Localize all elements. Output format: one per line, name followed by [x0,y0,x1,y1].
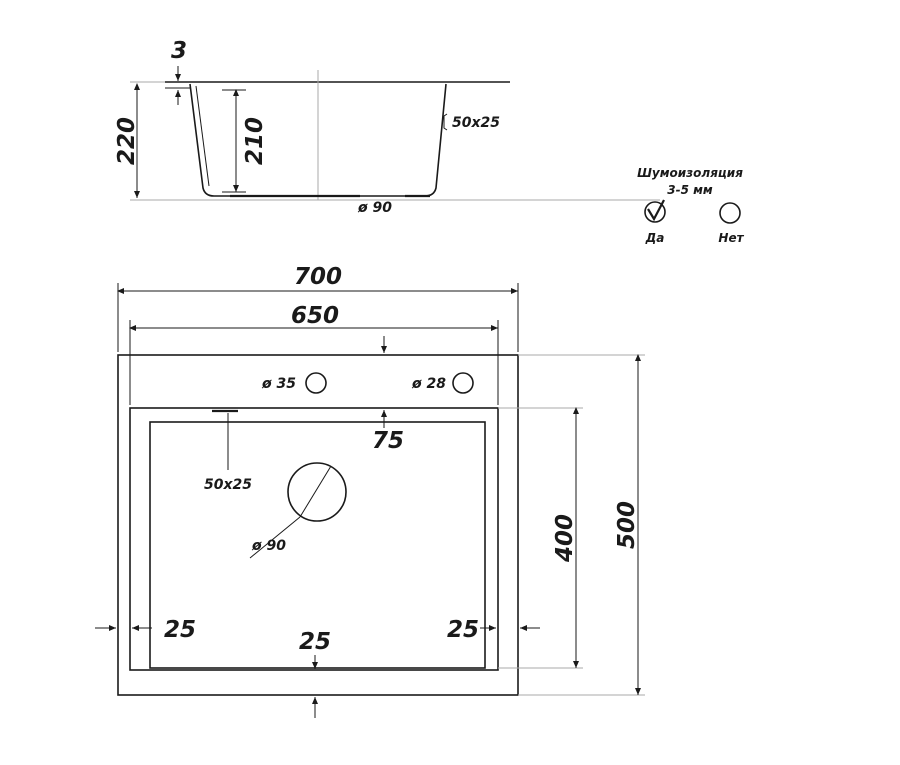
outer-width-label: 700 [294,264,342,290]
hole2-diameter-label: ø 28 [411,376,446,392]
right-offset-label: 25 [447,617,479,643]
side-bowl-depth-label: 210 [242,117,268,165]
radio-icon [719,202,741,224]
top-overflow-label: 50x25 [204,477,252,493]
checked-radio-icon [644,201,666,223]
left-offset-label: 25 [164,617,196,643]
faucet-hole-35-icon [305,372,327,394]
insulation-option-no[interactable]: Нет [718,202,745,245]
top-drain-label: ø 90 [251,538,286,554]
faucet-hole-28-icon [452,372,474,394]
insulation-legend: Шумоизоляция 3-5 мм Да Нет [637,166,745,245]
drain-icon [287,462,347,522]
top-view: ø 35 ø 28 ø 90 50x25 700 650 75 500 [95,264,645,718]
side-view: 220 3 210 50x25 ø 90 [114,38,660,216]
insulation-option-yes-label: Да [645,231,665,245]
insulation-title: Шумоизоляция [637,166,743,180]
insulation-option-no-label: Нет [718,231,744,245]
hole1-diameter-label: ø 35 [261,376,296,392]
side-flange-thickness-label: 3 [171,38,187,64]
back-ledge-label: 75 [372,428,404,454]
side-overflow-label: 50x25 [452,115,500,131]
side-drain-label: ø 90 [357,200,392,216]
outer-depth-label: 500 [614,501,640,549]
inner-width-label: 650 [291,303,339,329]
bowl-depth-label: 400 [552,514,578,563]
side-total-height-label: 220 [114,117,140,165]
front-offset-label: 25 [299,629,331,655]
checkmark-icon [647,199,665,222]
insulation-range: 3-5 мм [667,183,713,197]
insulation-option-yes[interactable]: Да [644,199,666,245]
